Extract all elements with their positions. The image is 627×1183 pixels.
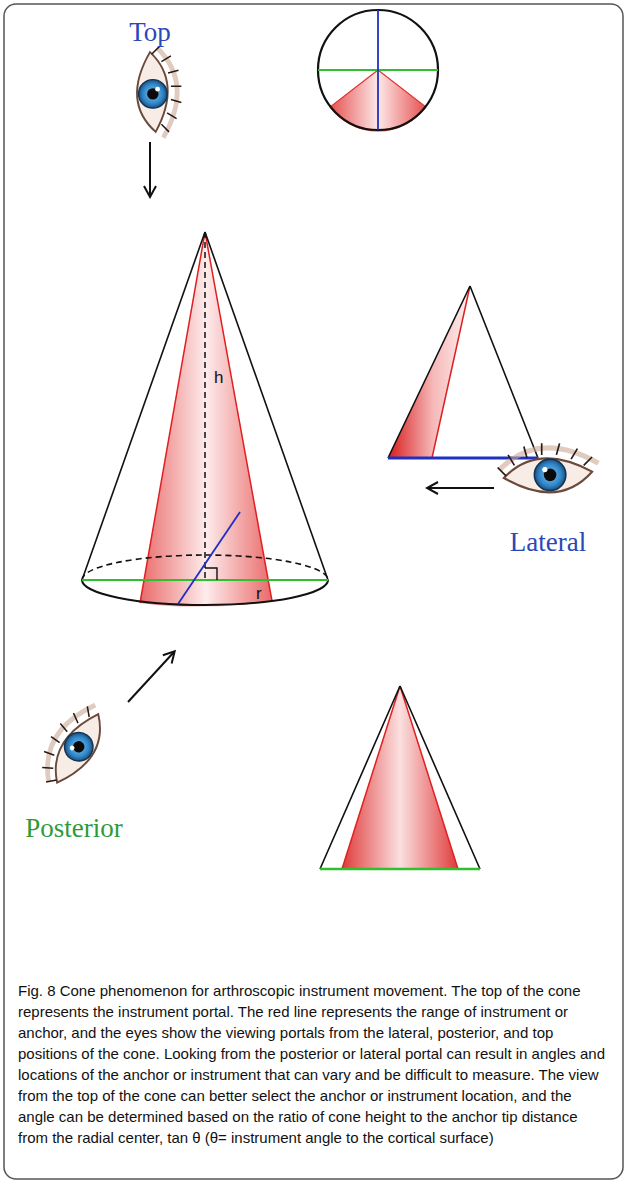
view-arrow xyxy=(428,487,494,489)
posterior-view-triangle xyxy=(320,686,480,869)
dimension-label: r xyxy=(256,584,262,604)
figure-caption: Fig. 8 Cone phenomenon for arthroscopic … xyxy=(18,980,608,1148)
view-arrow xyxy=(128,652,174,702)
view-label: Lateral xyxy=(510,526,586,558)
lateral-eye xyxy=(498,443,599,492)
view-label: Top xyxy=(129,16,171,48)
top-view-circle xyxy=(318,10,438,131)
view-label: Posterior xyxy=(25,812,123,844)
posterior-eye xyxy=(28,695,117,795)
lateral-view-triangle xyxy=(388,286,538,458)
view-arrow xyxy=(149,142,151,196)
dimension-label: h xyxy=(214,368,223,388)
top-eye xyxy=(137,46,181,137)
figure-frame xyxy=(4,4,623,1179)
main-cone xyxy=(82,232,328,607)
